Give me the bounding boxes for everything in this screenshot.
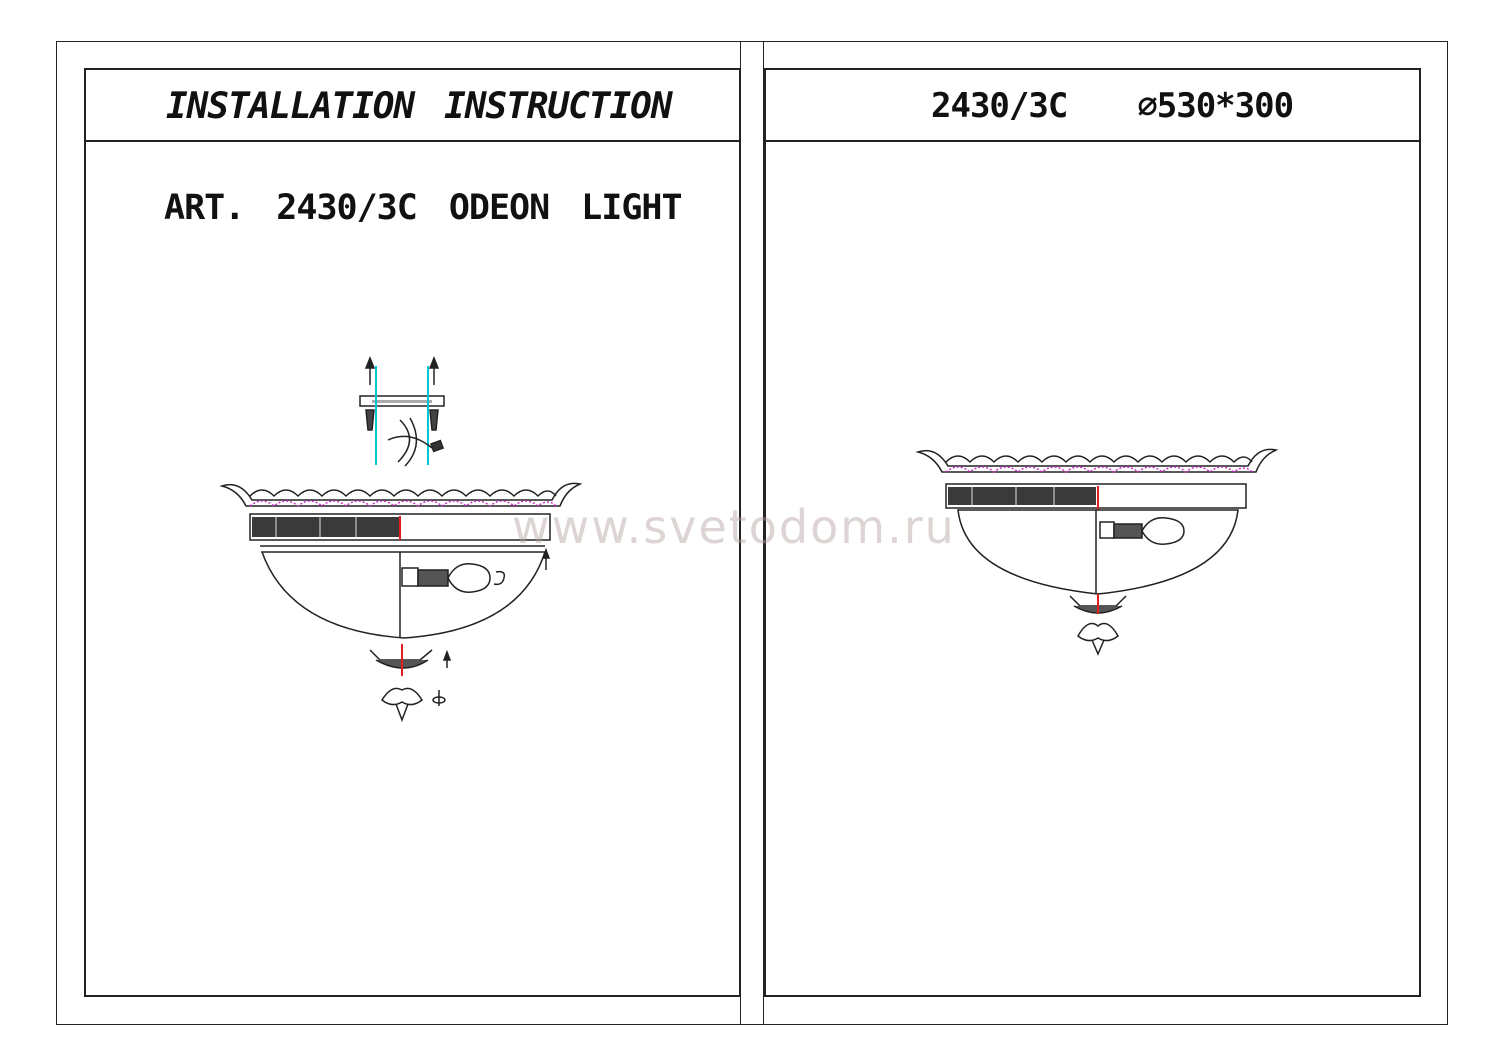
model-spec-title: 2430/3C ⌀530*300 bbox=[931, 86, 1294, 126]
article-number: 2430/3C bbox=[276, 188, 418, 228]
wall-plug-icon bbox=[365, 409, 439, 431]
brand-word-1: ODEON bbox=[448, 188, 550, 228]
right-header-rule bbox=[766, 140, 1419, 142]
dimensions: ⌀530*300 bbox=[1137, 86, 1294, 126]
ornamental-crown bbox=[219, 482, 583, 507]
light-bulb-icon bbox=[401, 563, 506, 593]
title-word-2: INSTRUCTION bbox=[444, 86, 672, 127]
watermark: www.svetodom.ru bbox=[512, 500, 956, 554]
ornamental-crown-assembled bbox=[915, 448, 1279, 473]
article-line: ART. 2430/3C ODEON LIGHT bbox=[164, 188, 714, 228]
center-divider-right bbox=[763, 41, 764, 1025]
exploded-lamp-diagram bbox=[219, 355, 583, 723]
instruction-title: INSTALLATION INSTRUCTION bbox=[166, 86, 673, 127]
left-header-rule bbox=[86, 140, 739, 142]
brand-word-2: LIGHT bbox=[581, 188, 682, 228]
assembled-lamp-diagram bbox=[915, 448, 1279, 656]
glass-bowl bbox=[260, 551, 547, 639]
right-panel: 2430/3C ⌀530*300 bbox=[764, 68, 1421, 997]
finial-ornament bbox=[369, 644, 433, 723]
light-bulb-icon-assembled bbox=[1099, 517, 1185, 545]
model-number: 2430/3C bbox=[931, 86, 1068, 126]
left-panel: INSTALLATION INSTRUCTION ART. 2430/3C ODEON… bbox=[84, 68, 741, 997]
article-prefix: ART. bbox=[164, 188, 245, 228]
finial-ornament-assembled bbox=[1069, 594, 1127, 656]
glass-bowl-assembled bbox=[957, 509, 1239, 595]
outer-frame bbox=[56, 41, 1448, 1025]
nut-icon bbox=[432, 649, 452, 706]
wiring-icon bbox=[387, 417, 445, 467]
mounting-screw-icon bbox=[364, 355, 440, 385]
title-word-1: INSTALLATION bbox=[166, 86, 415, 127]
